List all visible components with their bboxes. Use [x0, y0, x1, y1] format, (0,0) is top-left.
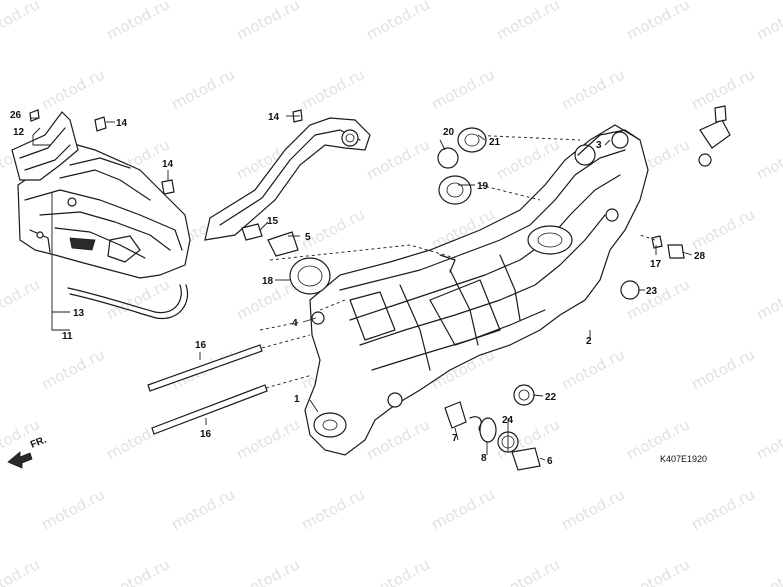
watermark-text: motod.ru — [493, 555, 562, 587]
right-side-parts — [620, 105, 731, 300]
callout-15: 15 — [267, 216, 279, 227]
callout-26: 26 — [10, 110, 22, 121]
watermark-text: motod.ru — [298, 65, 367, 113]
watermark-text: motod.ru — [298, 485, 367, 533]
crankcase — [259, 124, 649, 456]
watermark-text: motod.ru — [558, 65, 627, 113]
watermark-text: motod.ru — [753, 275, 783, 323]
watermark-text: motod.ru — [753, 135, 783, 183]
callout-1: 1 — [294, 394, 300, 405]
watermark-text: motod.ru — [38, 345, 107, 393]
watermark-text: motod.ru — [298, 205, 367, 253]
watermark-text: motod.ru — [0, 555, 43, 587]
callout-3: 3 — [596, 140, 602, 151]
callout-21: 21 — [489, 137, 501, 148]
callout-8: 8 — [481, 453, 487, 464]
watermark-text: motod.ru — [688, 345, 757, 393]
watermark-text: motod.ru — [38, 485, 107, 533]
watermark-text: motod.ru — [428, 485, 497, 533]
callout-19: 19 — [477, 181, 489, 192]
callout-14-left: 14 — [116, 118, 128, 129]
bottom-parts — [444, 384, 541, 471]
callout-14-top: 14 — [268, 112, 280, 123]
callout-23: 23 — [646, 286, 658, 297]
watermark-text: motod.ru — [363, 555, 432, 587]
watermark-text: motod.ru — [428, 65, 497, 113]
callout-7: 7 — [452, 433, 458, 444]
watermark-text: motod.ru — [363, 135, 432, 183]
drawing-code: K407E1920 — [660, 454, 707, 464]
frame-stay — [204, 109, 371, 257]
callout-16-upper: 16 — [195, 340, 207, 351]
callout-18: 18 — [262, 276, 274, 287]
watermark-text: motod.ru — [688, 205, 757, 253]
watermark-text: motod.ru — [753, 0, 783, 44]
watermark-text: motod.ru — [38, 65, 107, 113]
callout-12: 12 — [13, 127, 25, 138]
watermark-text: motod.ru — [558, 485, 627, 533]
bearings-and-seals — [289, 127, 487, 325]
callout-6: 6 — [547, 456, 553, 467]
callout-16-lower: 16 — [200, 429, 212, 440]
watermark-text: motod.ru — [168, 485, 237, 533]
watermark-text: motod.ru — [753, 555, 783, 587]
callout-4: 4 — [292, 318, 298, 329]
watermark-text: motod.ru — [233, 555, 302, 587]
callout-11: 11 — [62, 331, 73, 342]
callout-labels: 1 2 3 4 5 6 7 8 11 12 13 14 14 14 15 16 … — [10, 110, 706, 467]
callout-20: 20 — [443, 127, 455, 138]
watermark-text: motod.ru — [363, 0, 432, 44]
callout-24: 24 — [502, 415, 514, 426]
callout-28: 28 — [694, 251, 706, 262]
watermark-text: motod.ru — [103, 415, 172, 463]
callout-13: 13 — [73, 308, 85, 319]
watermark-text: motod.ru — [233, 415, 302, 463]
callout-2: 2 — [586, 336, 592, 347]
watermark-text: motod.ru — [103, 0, 172, 44]
callout-17: 17 — [650, 259, 662, 270]
watermark-text: motod.ru — [103, 555, 172, 587]
watermark-text: motod.ru — [0, 0, 43, 44]
watermark-text: motod.ru — [688, 485, 757, 533]
callout-5: 5 — [305, 232, 311, 243]
watermark-text: motod.ru — [623, 0, 692, 44]
callout-22: 22 — [545, 392, 557, 403]
stud-bolts — [147, 334, 313, 435]
callout-14-mid: 14 — [162, 159, 174, 170]
watermark-text: motod.ru — [493, 0, 562, 44]
watermark-text: motod.ru — [168, 65, 237, 113]
left-cover-assembly — [11, 109, 191, 320]
leader-lines — [30, 115, 693, 461]
watermark-text: motod.ru — [233, 0, 302, 44]
watermark-text: motod.ru — [753, 415, 783, 463]
watermark-text: motod.ru — [623, 555, 692, 587]
watermark-text: motod.ru — [0, 275, 43, 323]
watermark-text: motod.ru — [558, 345, 627, 393]
